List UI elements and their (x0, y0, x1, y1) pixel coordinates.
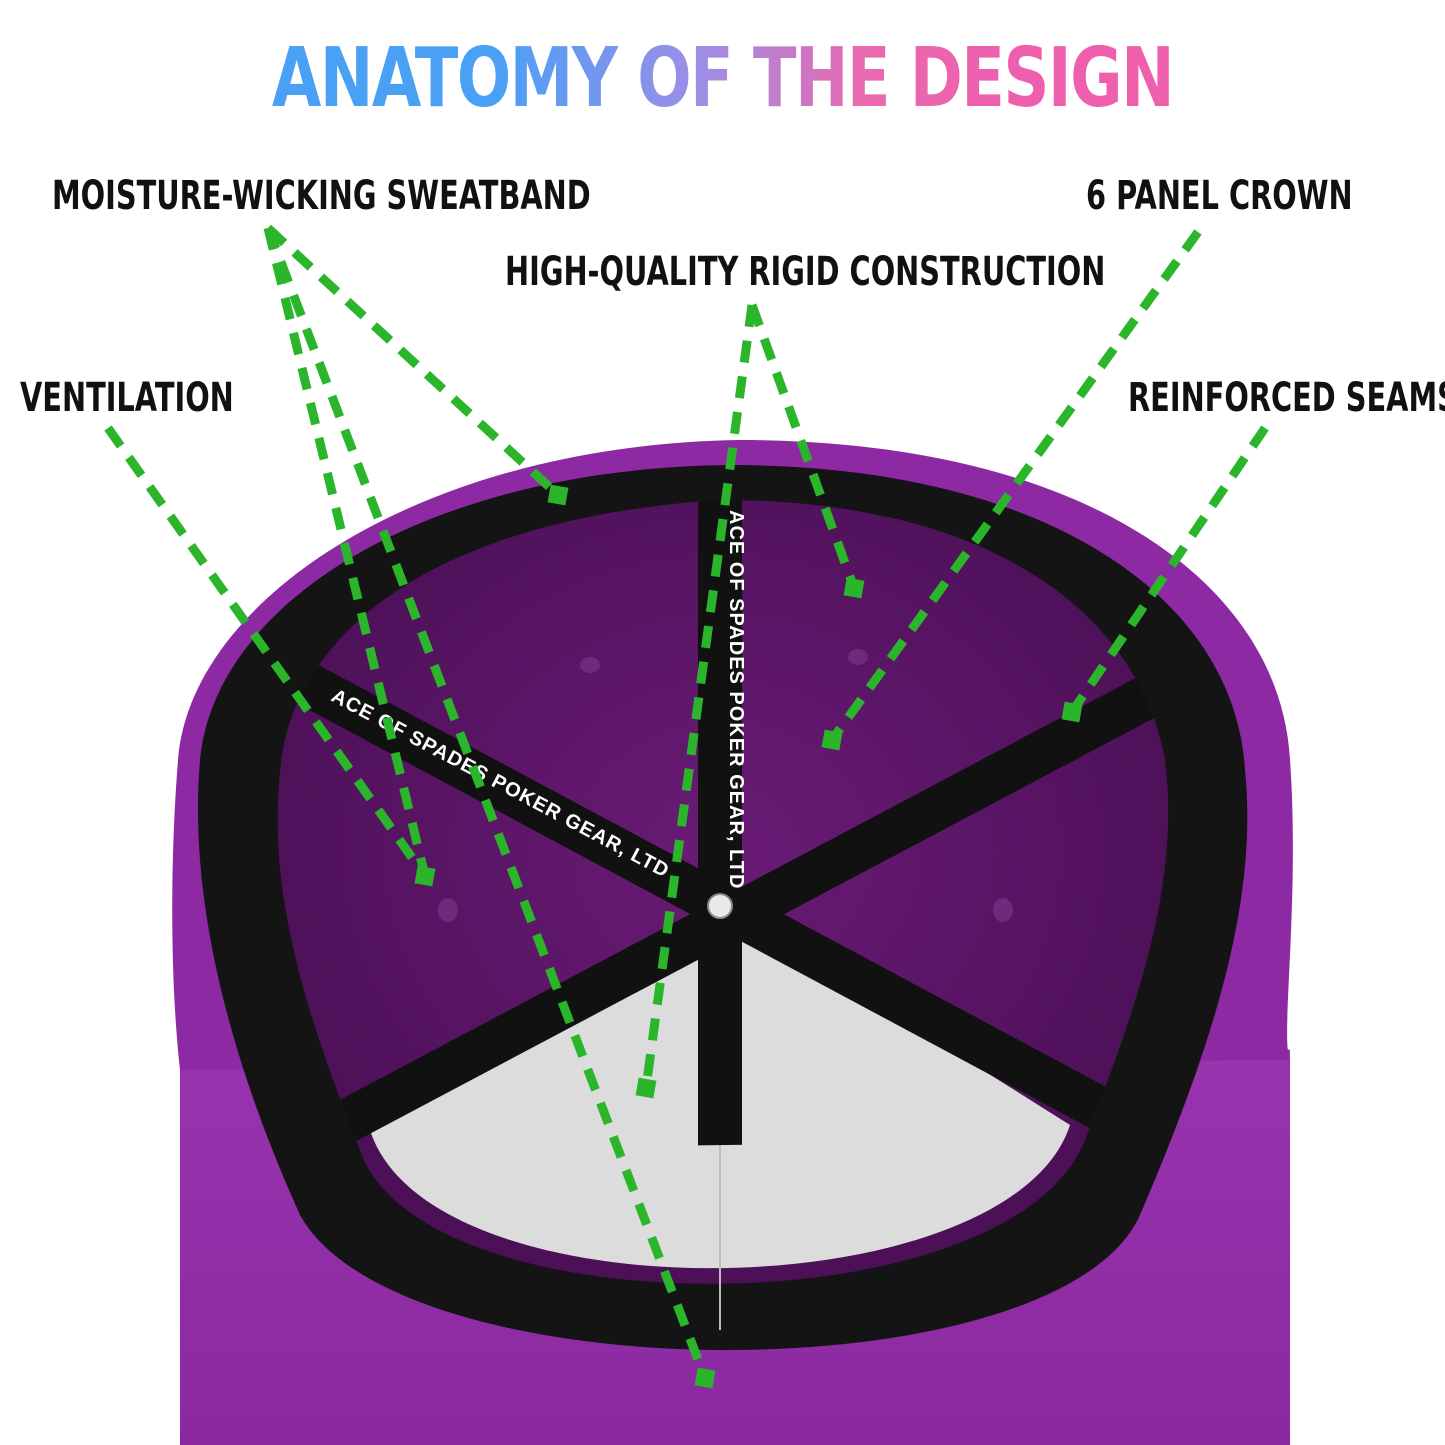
svg-text:ACE OF SPADES POKER GEAR, LTD: ACE OF SPADES POKER GEAR, LTD (725, 510, 747, 889)
label-six-panel-crown: 6 PANEL CROWN (1086, 173, 1353, 219)
label-ventilation: VENTILATION (20, 375, 234, 421)
eyelet (848, 649, 868, 665)
label-rigid-construction: HIGH-QUALITY RIGID CONSTRUCTION (505, 249, 1106, 295)
leader-lines (104, 224, 1269, 1380)
eyelet (993, 898, 1013, 922)
leader-endpoints (414, 484, 1083, 1389)
crown-button (707, 893, 733, 919)
label-reinforced-seams: REINFORCED SEAMS (1128, 375, 1445, 421)
diagram-title: ANATOMY OF THE DESIGN (159, 38, 1286, 120)
label-sweatband: MOISTURE-WICKING SWEATBAND (52, 173, 591, 219)
eyelet (580, 657, 600, 673)
eyelet (438, 898, 458, 922)
